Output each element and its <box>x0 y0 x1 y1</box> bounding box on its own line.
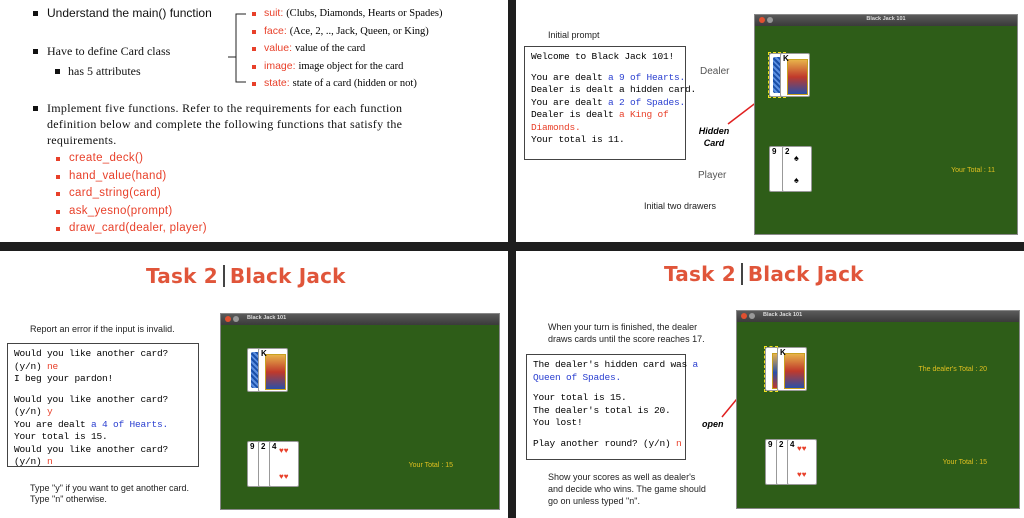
hidden-card-label: Hidden Card <box>698 126 730 148</box>
dealer-label: Dealer <box>700 66 730 77</box>
console-line: Dealer is dealt a King of <box>531 109 669 120</box>
console-output: Would you like another card? (y/n) ne I … <box>7 343 199 467</box>
console-line: (y/n) y <box>14 406 53 417</box>
blackjack-window: Black Jack 101 K 9 2 ♠ ♠ Your Total : 11 <box>754 14 1018 235</box>
console-line: You are dealt a 2 of Spades. <box>531 96 686 108</box>
minimize-icon[interactable] <box>749 313 755 319</box>
footnote: Show your scores as well as dealer's and… <box>548 472 706 506</box>
window-titlebar: Black Jack 101 <box>221 314 499 325</box>
console-line: Your total is 11. <box>531 134 625 145</box>
console-line: Play another round? (y/n) n <box>533 437 682 449</box>
dealer-rule-label: When your turn is finished, the dealer d… <box>548 322 705 344</box>
console-line: I beg your pardon! <box>14 373 114 384</box>
bullet <box>33 11 38 16</box>
console-line: You lost! <box>533 417 583 428</box>
bullet-card-class: Have to define Card class <box>47 44 171 58</box>
window-title: Black Jack 101 <box>866 16 906 22</box>
bullet-implement: Implement five functions. Refer to the r… <box>47 101 403 147</box>
close-icon[interactable] <box>759 17 765 23</box>
initial-prompt-label: Initial prompt <box>548 30 600 40</box>
function-list: create_deck() hand_value(hand) card_stri… <box>56 150 207 238</box>
report-error-label: Report an error if the input is invalid. <box>30 324 175 334</box>
minimize-icon[interactable] <box>233 316 239 322</box>
minimize-icon[interactable] <box>767 17 773 23</box>
dealer-king-card: K <box>258 348 288 392</box>
your-total: Your Total : 15 <box>942 459 987 466</box>
player-label: Player <box>698 170 727 181</box>
function-hand-value: hand_value(hand) <box>56 168 207 186</box>
function-card-string: card_string(card) <box>56 185 207 203</box>
your-total: Your Total : 11 <box>951 167 995 174</box>
console-line: Would you like another card? <box>14 443 169 455</box>
dealer-total: The dealer's Total : 20 <box>918 366 987 373</box>
console-line: Your total is 15. <box>533 392 627 403</box>
dealer-king-card: K <box>780 53 810 97</box>
console-output: Welcome to Black Jack 101! You are dealt… <box>524 46 697 160</box>
function-ask-yesno: ask_yesno(prompt) <box>56 203 207 221</box>
bullet-main-function: Understand the main() function <box>47 6 212 20</box>
close-icon[interactable] <box>225 316 231 322</box>
footnote: Type "y" if you want to get another card… <box>30 483 189 504</box>
panel-card-class: Understand the main() function Have to d… <box>0 0 508 242</box>
console-line: The dealer's total is 20. <box>533 404 671 416</box>
attribute-value: value: value of the card <box>252 40 443 58</box>
panel-initial-prompt: Initial prompt Welcome to Black Jack 101… <box>516 0 1024 242</box>
caption-initial-drawers: Initial two drawers <box>644 201 717 211</box>
your-total: Your Total : 15 <box>408 462 453 469</box>
window-title: Black Jack 101 <box>247 315 287 321</box>
open-label: open <box>702 419 724 429</box>
console-line: You are dealt a 9 of Hearts. <box>531 71 686 83</box>
window-titlebar: Black Jack 101 <box>737 311 1019 322</box>
console-line: Welcome to Black Jack 101! <box>531 51 675 62</box>
player-four-card: 4 ♥♥ ♥♥ <box>269 441 299 487</box>
bullet <box>55 69 60 74</box>
bracket-icon <box>228 13 246 83</box>
console-line: You are dealt a 4 of Hearts. <box>14 418 169 430</box>
player-two-card: 2 ♠ ♠ <box>782 146 812 192</box>
function-draw-card: draw_card(dealer, player) <box>56 220 207 238</box>
blackjack-window: Black Jack 101 K The dealer's Total : 20… <box>736 310 1020 509</box>
console-line: (y/n) ne <box>14 360 59 372</box>
attribute-list: suit: (Clubs, Diamonds, Hearts or Spades… <box>252 5 443 93</box>
console-line: Dealer is dealt a hidden card. <box>531 84 697 95</box>
console-line: (y/n) n <box>14 456 53 467</box>
console-line: Would you like another card? <box>14 348 169 359</box>
window-title: Black Jack 101 <box>763 312 803 318</box>
dealer-king-card: K <box>777 347 807 391</box>
console-output: The dealer's hidden card was a Queen of … <box>526 354 699 460</box>
console-line: Would you like another card? <box>14 393 169 405</box>
attribute-state: state: state of a card (hidden or not) <box>252 75 443 93</box>
close-icon[interactable] <box>741 313 747 319</box>
bullet-attributes: has 5 attributes <box>68 64 141 78</box>
bullet <box>33 49 38 54</box>
console-line: The dealer's hidden card was a <box>533 359 699 370</box>
console-line: Diamonds. <box>531 121 581 133</box>
blackjack-window: Black Jack 101 K 9 2 4 ♥♥ ♥♥ Your Total … <box>220 313 500 510</box>
window-titlebar: Black Jack 101 <box>755 15 1017 26</box>
attribute-suit: suit: (Clubs, Diamonds, Hearts or Spades… <box>252 5 443 23</box>
attribute-face: face: (Ace, 2, .., Jack, Queen, or King) <box>252 23 443 41</box>
console-line: Your total is 15. <box>14 431 108 442</box>
function-create-deck: create_deck() <box>56 150 207 168</box>
console-line: Queen of Spades. <box>533 371 622 383</box>
attribute-image: image: image object for the card <box>252 58 443 76</box>
player-four-card: 4 ♥♥ ♥♥ <box>787 439 817 485</box>
open-card-highlight <box>764 346 778 392</box>
bullet <box>33 106 38 111</box>
